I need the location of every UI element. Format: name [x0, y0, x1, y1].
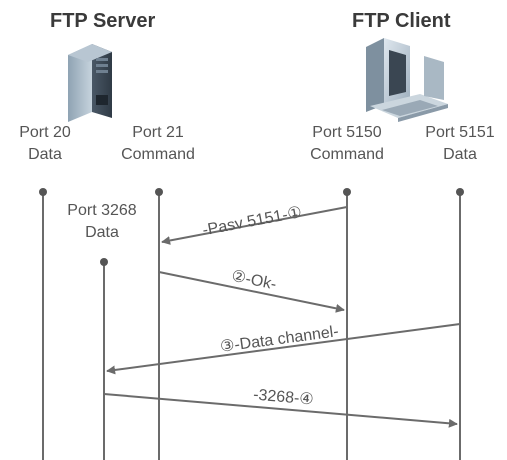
- port-5150-label: Port 5150 Command: [293, 122, 401, 166]
- port-5151-number: Port 5151: [425, 124, 495, 141]
- lifeline-dot-port-21: [155, 188, 163, 196]
- message-pasv-label: -Pasv 5151-①: [201, 204, 303, 239]
- port-20-label: Port 20 Data: [5, 122, 85, 166]
- port-5150-number: Port 5150: [312, 124, 382, 141]
- port-21-type: Command: [121, 146, 195, 163]
- port-20-number: Port 20: [19, 124, 71, 141]
- client-computer-icon: [366, 38, 448, 122]
- port-21-number: Port 21: [132, 124, 184, 141]
- ftp-client-title: FTP Client: [352, 10, 451, 32]
- message-ok-label: ②-Ok-: [230, 268, 278, 294]
- message-ok: ②-Ok-: [158, 268, 345, 313]
- port-3268-type: Data: [85, 224, 119, 241]
- ftp-server-title: FTP Server: [50, 10, 156, 32]
- port-3268-number: Port 3268: [67, 202, 137, 219]
- lifeline-dot-port-3268: [100, 258, 108, 266]
- port-5151-type: Data: [443, 146, 477, 163]
- port-20-type: Data: [28, 146, 62, 163]
- port-3268-label: Port 3268 Data: [52, 200, 152, 244]
- port-21-label: Port 21 Command: [106, 122, 210, 166]
- lifeline-dot-port-20: [39, 188, 47, 196]
- lifeline-dot-port-5150: [343, 188, 351, 196]
- lifelines: [39, 188, 464, 460]
- message-3268-label: -3268-④: [252, 386, 314, 408]
- lifeline-dot-port-5151: [456, 188, 464, 196]
- port-5151-label: Port 5151 Data: [410, 122, 507, 166]
- port-5150-type: Command: [310, 146, 384, 163]
- message-data-channel-label: ③-Data channel-: [219, 323, 339, 356]
- message-3268: -3268-④: [103, 386, 458, 428]
- server-icon: [68, 44, 112, 122]
- message-pasv: -Pasv 5151-①: [161, 204, 348, 245]
